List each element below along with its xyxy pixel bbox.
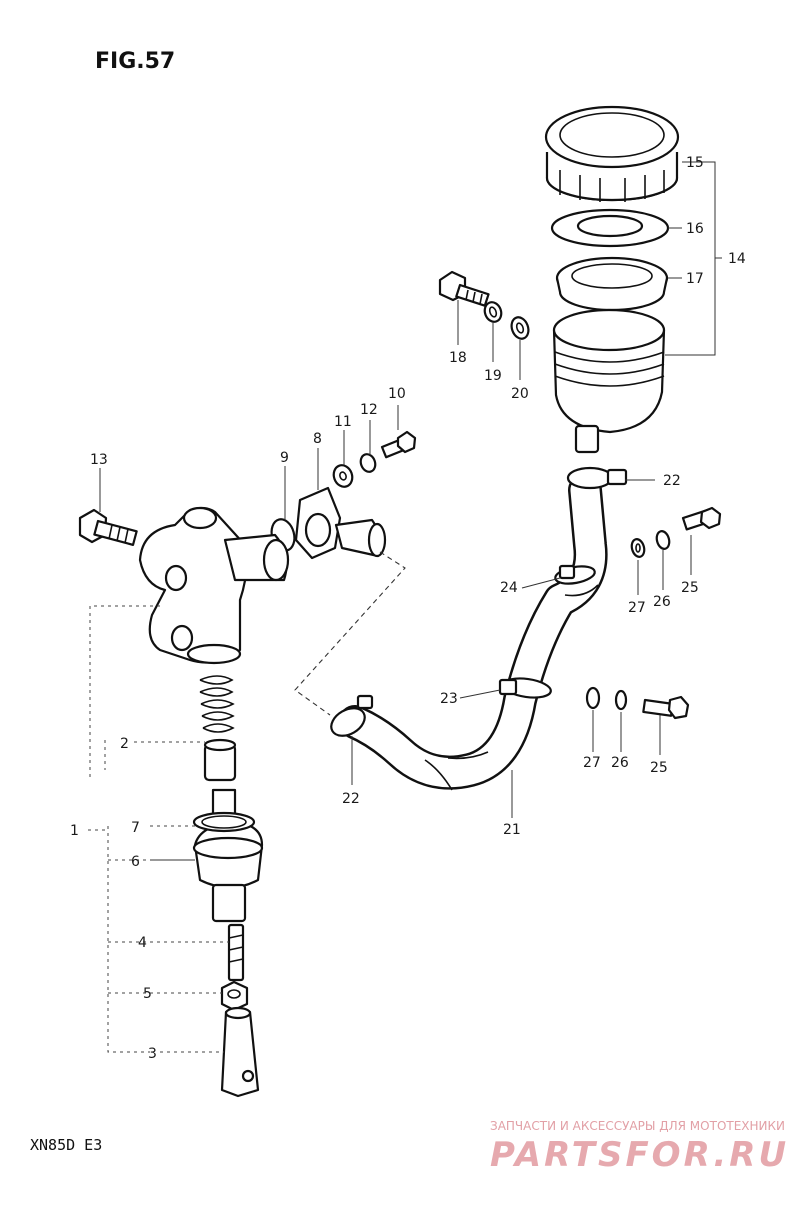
callout-labels: 1 2 3 4 5 6 7 8 9 10 11 12 13 14 15 16 1…: [70, 155, 746, 1062]
callout-13: 13: [90, 452, 108, 468]
lock-nut[interactable]: [220, 980, 249, 1012]
watermark-tagline: ЗАПЧАСТИ И АКСЕССУАРЫ ДЛЯ МОТОТЕХНИКИ: [490, 1119, 785, 1133]
inlet-union-connector[interactable]: [294, 486, 387, 560]
callout-18: 18: [449, 350, 467, 366]
callout-21: 21: [503, 822, 521, 838]
callout-8: 8: [313, 431, 322, 447]
primary-cup[interactable]: [203, 738, 237, 782]
diaphragm[interactable]: [555, 256, 669, 312]
callout-27-upper: 27: [628, 600, 646, 616]
model-code: XN85D E3: [30, 1136, 102, 1154]
callout-22-upper: 22: [663, 473, 681, 489]
lock-washer-lower[interactable]: [614, 689, 628, 711]
washer-lower[interactable]: [585, 686, 601, 710]
union-washer[interactable]: [331, 463, 355, 490]
piston-spring[interactable]: [199, 675, 235, 733]
callout-25-lower: 25: [650, 760, 668, 776]
callout-14: 14: [728, 251, 746, 267]
callout-3: 3: [148, 1046, 157, 1062]
bracket-bolt-lower[interactable]: [642, 695, 690, 720]
reservoir-body[interactable]: [552, 308, 666, 454]
reservoir-bolt[interactable]: [438, 270, 490, 307]
callout-17: 17: [686, 271, 704, 287]
piston[interactable]: [192, 788, 264, 923]
bracket-bolt-upper[interactable]: [681, 506, 722, 531]
callout-22-lower: 22: [342, 791, 360, 807]
hose-clamp-lower[interactable]: [326, 694, 374, 741]
washer-upper[interactable]: [630, 538, 646, 558]
leader-lines: [88, 161, 722, 1053]
callout-26-upper: 26: [653, 594, 671, 610]
callout-25-upper: 25: [681, 580, 699, 596]
union-screw[interactable]: [380, 430, 417, 459]
callout-1: 1: [70, 823, 79, 839]
reservoir-hose[interactable]: [338, 473, 608, 791]
union-lock-washer[interactable]: [358, 452, 377, 474]
watermark-brand: PARTSFOR.RU: [490, 1135, 789, 1175]
reservoir-cap[interactable]: [544, 105, 680, 202]
callout-2: 2: [120, 736, 129, 752]
hose-clamp-upper[interactable]: [566, 466, 628, 490]
callout-6: 6: [131, 854, 140, 870]
callout-27-lower: 27: [583, 755, 601, 771]
callout-10: 10: [388, 386, 406, 402]
callout-16: 16: [686, 221, 704, 237]
watermark: ЗАПЧАСТИ И АКСЕССУАРЫ ДЛЯ МОТОТЕХНИКИ PA…: [490, 1119, 789, 1175]
callout-23: 23: [440, 691, 458, 707]
callout-11: 11: [334, 414, 352, 430]
cap-plate[interactable]: [550, 208, 670, 248]
mounting-bolt[interactable]: [78, 508, 138, 546]
callout-4: 4: [138, 935, 147, 951]
callout-19: 19: [484, 368, 502, 384]
hose-clip-upper[interactable]: [554, 564, 596, 587]
callout-12: 12: [360, 402, 378, 418]
clevis[interactable]: [220, 1006, 260, 1098]
reservoir-lock-washer[interactable]: [482, 300, 504, 324]
reservoir-washer[interactable]: [509, 315, 532, 341]
callout-26-lower: 26: [611, 755, 629, 771]
callout-24: 24: [500, 580, 518, 596]
callout-5: 5: [143, 986, 152, 1002]
lock-washer-upper[interactable]: [655, 530, 671, 550]
snap-ring[interactable]: [192, 811, 256, 833]
push-rod[interactable]: [227, 923, 245, 982]
callout-15: 15: [686, 155, 704, 171]
callout-20: 20: [511, 386, 529, 402]
callout-7: 7: [131, 820, 140, 836]
figure-title: FIG.57: [95, 49, 175, 74]
master-cylinder-body[interactable]: [138, 506, 290, 665]
hose-clip-middle[interactable]: [498, 676, 552, 701]
callout-9: 9: [280, 450, 289, 466]
